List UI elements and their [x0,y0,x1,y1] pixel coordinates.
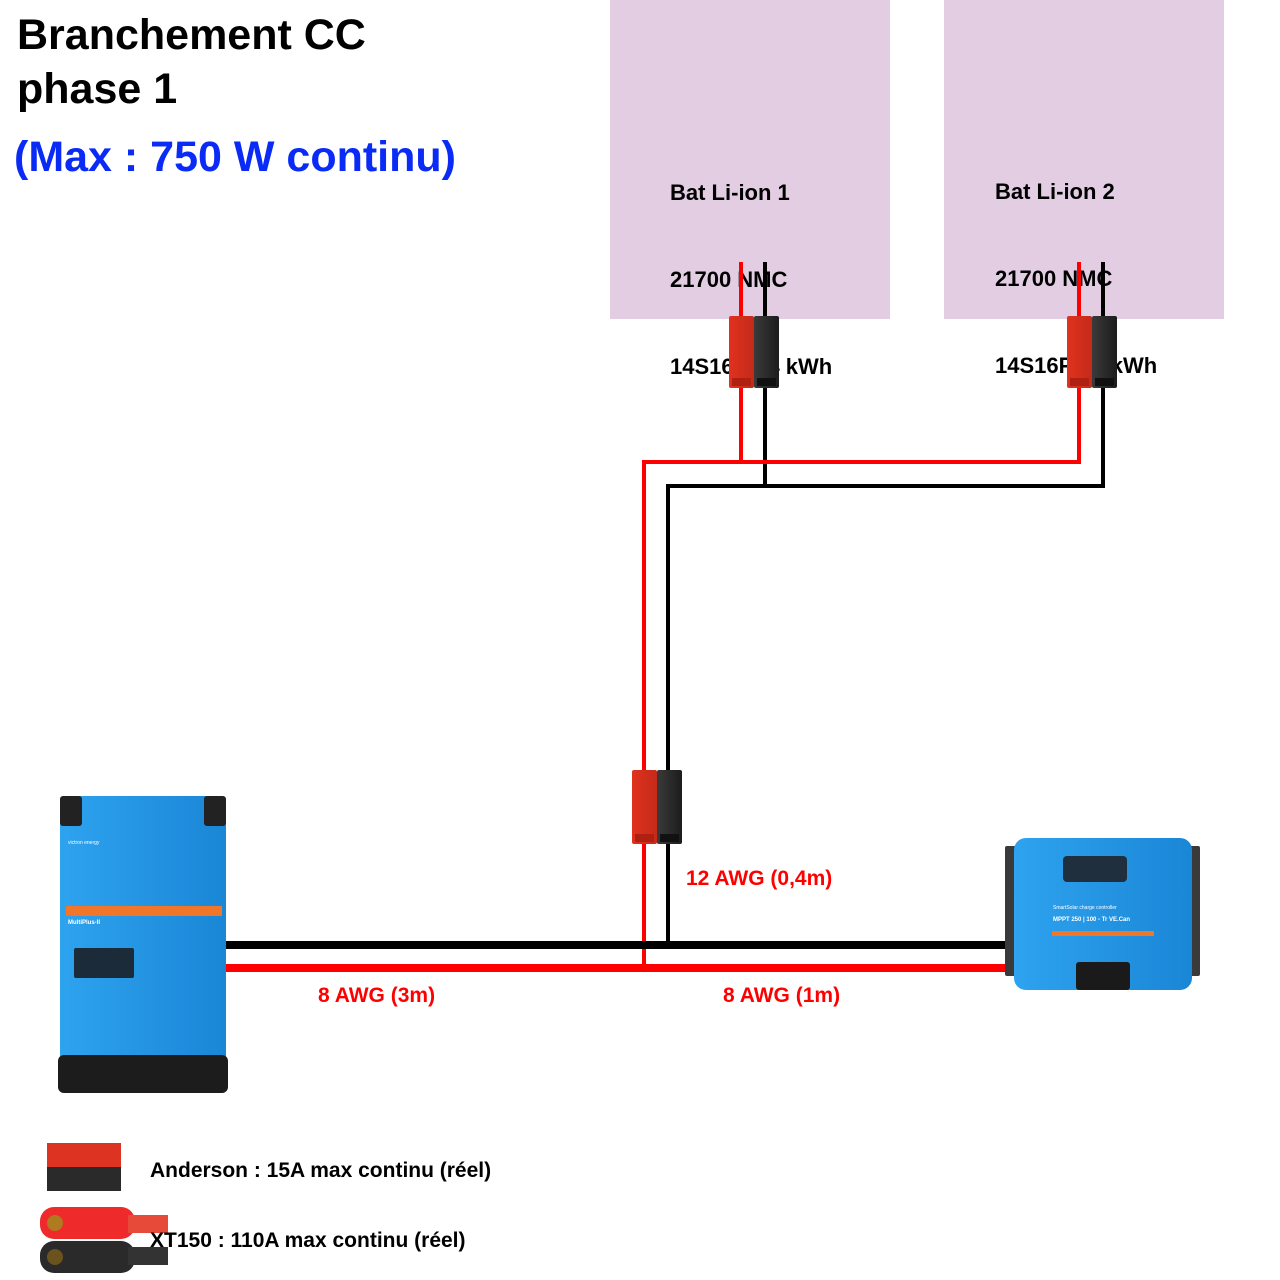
inverter-brand: victron energy [68,840,100,846]
anderson-connector-bat2 [1067,316,1117,388]
legend-xt150: XT150 : 110A max continu (réel) [150,1229,466,1252]
title-line-1: Branchement CC [17,11,366,59]
anderson-connector-bat1 [729,316,779,388]
xt150-legend-icon [40,1207,168,1273]
mppt-model: MPPT 250 | 100 - Tr VE.Can [1053,917,1131,923]
inverter-wire-label: 8 AWG (3m) [318,984,436,1007]
mppt-controller [1005,838,1200,990]
mppt-wire-label: 8 AWG (1m) [723,984,841,1007]
branch-wire-label: 12 AWG (0,4m) [686,867,833,890]
multiplus-inverter [58,796,228,1093]
mppt-line1: SmartSolar charge controller [1053,905,1117,911]
battery-1-name: Bat Li-ion 1 [670,180,790,205]
battery-2-label: Bat Li-ion 2 21700 NMC 14S16P - 4 kWh [995,119,1157,438]
legend-anderson: Anderson : 15A max continu (réel) [150,1159,492,1182]
battery-1: Bat Li-ion 1 21700 NMC 14S16P - 4 kWh [610,0,890,379]
battery-1-chem: 21700 NMC [670,267,788,292]
inverter-model: MultiPlus-II [68,920,100,926]
battery-2: Bat Li-ion 2 21700 NMC 14S16P - 4 kWh [944,0,1224,378]
anderson-connector-branch [632,770,682,844]
anderson-legend-icon [47,1143,121,1191]
diagram-subtitle: (Max : 750 W continu) [14,133,456,181]
title-line-2: phase 1 [17,65,178,113]
diagram-title: Branchement CC phase 1 [17,8,366,116]
battery-2-name: Bat Li-ion 2 [995,179,1115,204]
